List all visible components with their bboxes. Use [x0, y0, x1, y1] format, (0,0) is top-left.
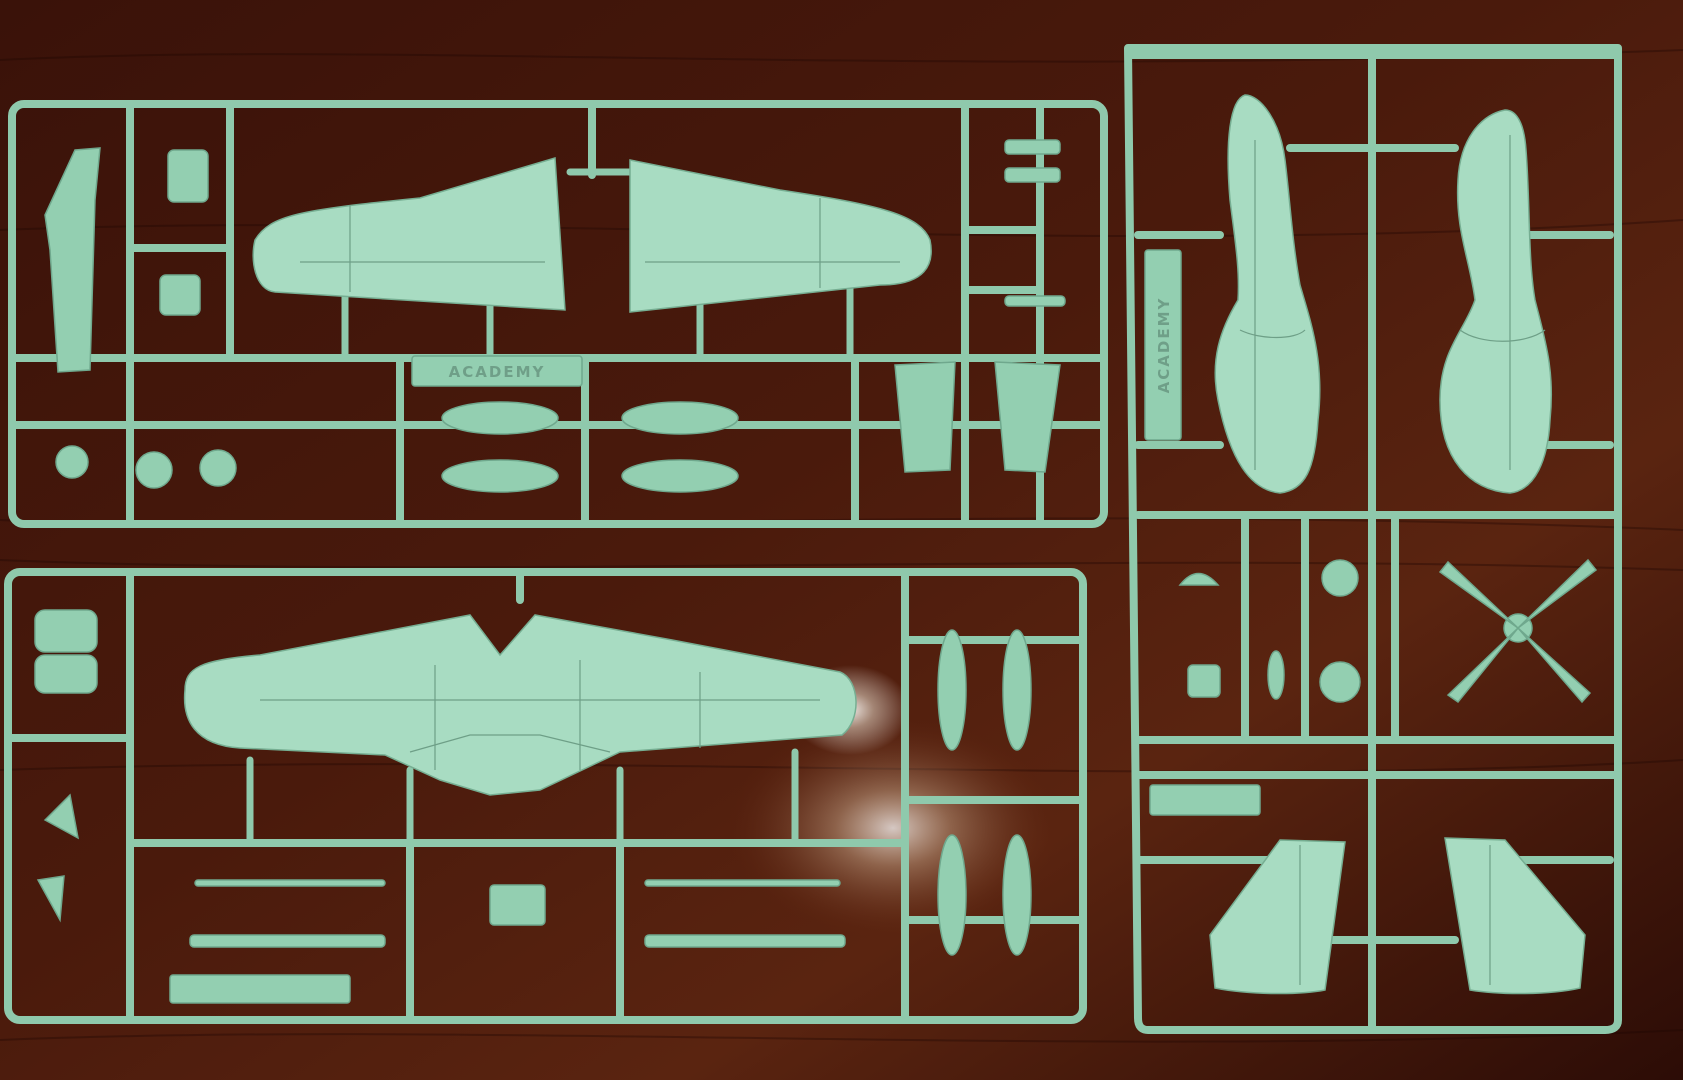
control-stick-part	[43, 793, 80, 840]
bomb-part	[441, 459, 559, 493]
academy-molded-text-top: ACADEMY	[449, 363, 546, 381]
bomb-part	[441, 401, 559, 435]
drop-tank-part	[937, 629, 967, 751]
engine-mount-part	[489, 884, 546, 926]
cockpit-detail-part	[159, 274, 201, 316]
strut-part	[194, 879, 386, 887]
rocket-rack-part	[1004, 295, 1066, 307]
sprue-frame-bottom-left	[4, 568, 1087, 1024]
cockpit-floor-part	[34, 609, 98, 653]
cockpit-floor-part	[34, 654, 98, 694]
propeller-part	[1438, 558, 1598, 704]
seat-part	[55, 445, 89, 479]
intake-part	[1267, 650, 1285, 700]
sprue-top-left: ACADEMY	[8, 100, 1108, 528]
academy-molded-text-right: ACADEMY	[1155, 297, 1173, 394]
upper-wing-right-part	[629, 159, 932, 313]
rocket-rack-part	[1004, 139, 1061, 155]
gear-door-part	[894, 361, 956, 473]
fuselage-half-left-part	[1214, 94, 1321, 494]
upper-wing-left-part	[252, 157, 566, 311]
cockpit-wall-part	[44, 147, 101, 373]
gear-door-part	[994, 361, 1061, 473]
horizontal-stabilizer-right-part	[1444, 837, 1586, 995]
drop-tank-part	[1002, 629, 1032, 751]
horizontal-stabilizer-left-part	[1209, 839, 1346, 995]
academy-tab-top	[411, 355, 583, 387]
rocket-rail-part	[189, 934, 386, 948]
drop-tank-part	[1002, 834, 1032, 956]
academy-tab-right	[1144, 249, 1182, 441]
bomb-part	[621, 401, 739, 435]
oil-cooler-part	[1187, 664, 1221, 698]
lower-wing-part	[183, 614, 857, 796]
main-wheel-part	[199, 449, 237, 487]
sprue-right: ACADEMY	[1124, 44, 1622, 1034]
strut-part	[644, 879, 841, 887]
bomb-part	[621, 459, 739, 493]
rocket-rack-part	[1004, 167, 1061, 183]
spinner-part	[1321, 559, 1359, 597]
fuselage-half-right-part	[1439, 109, 1553, 494]
drop-tank-part	[937, 834, 967, 956]
cockpit-detail-part	[167, 149, 209, 203]
prop-hub-part	[1319, 661, 1361, 703]
rocket-rail-part	[644, 934, 846, 948]
canopy-frame-part	[1178, 572, 1220, 586]
main-wheel-part	[135, 451, 173, 489]
control-stick-part	[36, 875, 65, 923]
sprue-bottom-left	[4, 568, 1087, 1024]
tail-plate-part	[1149, 784, 1261, 816]
nameplate-part	[169, 974, 351, 1004]
